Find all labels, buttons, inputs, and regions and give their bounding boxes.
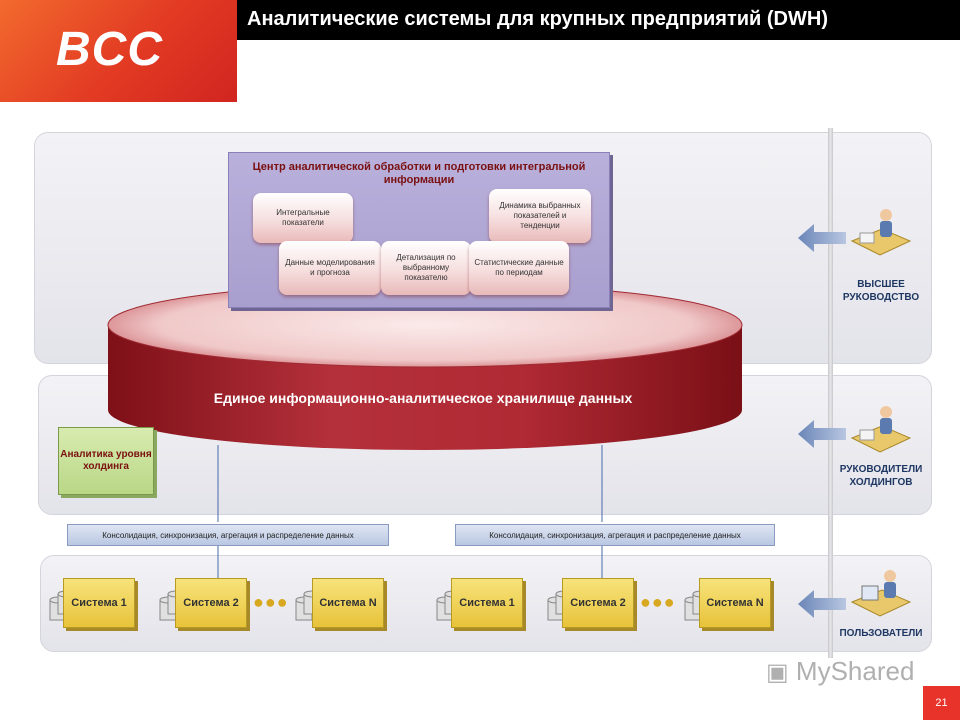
page-number: 21 <box>923 686 960 720</box>
manager-person-icon <box>848 402 912 462</box>
role-holding-managers: РУКОВОДИТЕЛИ ХОЛДИНГОВ <box>826 463 936 489</box>
watermark: ▣ MyShared <box>766 656 914 687</box>
role-top-management: ВЫСШЕЕ РУКОВОДСТВО <box>826 278 936 304</box>
role-users: ПОЛЬЗОВАТЕЛИ <box>826 627 936 640</box>
watermark-text: MyShared <box>796 656 915 686</box>
executive-person-icon <box>848 205 912 265</box>
user-person-icon <box>848 566 912 626</box>
watermark-icon: ▣ <box>766 659 789 686</box>
